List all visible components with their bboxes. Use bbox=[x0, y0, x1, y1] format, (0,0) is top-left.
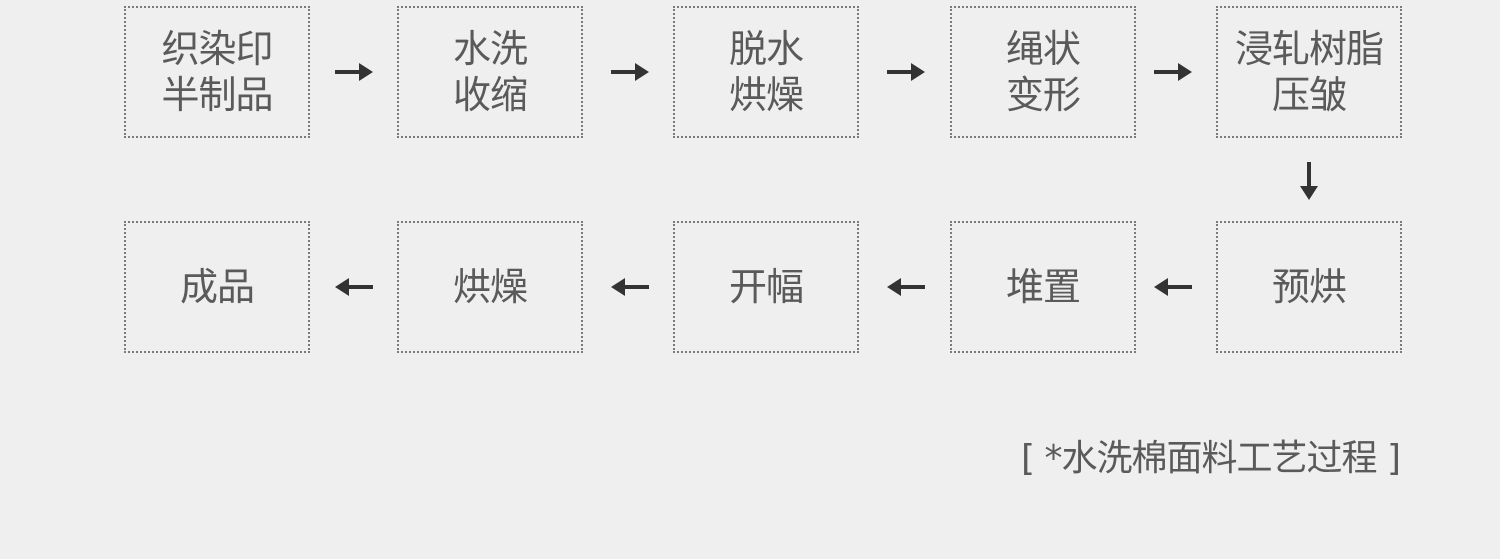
step-label-line: 变形 bbox=[1005, 73, 1081, 117]
arrow-left-icon bbox=[886, 275, 926, 299]
step-label-line: 织染印 bbox=[161, 27, 273, 71]
step-resin-padding-creasing: 浸轧树脂 压皱 bbox=[1216, 6, 1402, 138]
step-label-line: 收缩 bbox=[452, 73, 528, 117]
step-dewatering-drying: 脱水 烘燥 bbox=[673, 6, 859, 138]
step-pre-drying: 预烘 bbox=[1216, 221, 1402, 353]
arrow-left-icon bbox=[1153, 275, 1193, 299]
arrow-down-icon bbox=[1297, 161, 1321, 201]
step-opening-width: 开幅 bbox=[673, 221, 859, 353]
step-label-line: 脱水 bbox=[728, 27, 804, 71]
step-final-drying: 烘燥 bbox=[397, 221, 583, 353]
step-finished-product: 成品 bbox=[124, 221, 310, 353]
step-rope-deformation: 绳状 变形 bbox=[950, 6, 1136, 138]
arrow-left-icon bbox=[610, 275, 650, 299]
step-label-line: 烘燥 bbox=[452, 265, 528, 309]
arrow-right-icon bbox=[334, 60, 374, 84]
step-label-line: 成品 bbox=[179, 265, 255, 309]
step-weaving-dyeing-semi-product: 织染印 半制品 bbox=[124, 6, 310, 138]
step-label-line: 水洗 bbox=[452, 27, 528, 71]
step-label-line: 压皱 bbox=[1271, 73, 1347, 117]
step-label-line: 半制品 bbox=[161, 73, 273, 117]
step-batching: 堆置 bbox=[950, 221, 1136, 353]
arrow-right-icon bbox=[610, 60, 650, 84]
step-label-line: 绳状 bbox=[1005, 27, 1081, 71]
process-caption: [ *水洗棉面料工艺过程 ] bbox=[1021, 438, 1401, 479]
step-label-line: 浸轧树脂 bbox=[1234, 27, 1384, 71]
step-label-line: 开幅 bbox=[728, 265, 804, 309]
arrow-right-icon bbox=[1153, 60, 1193, 84]
step-washing-shrinking: 水洗 收缩 bbox=[397, 6, 583, 138]
step-label-line: 预烘 bbox=[1271, 265, 1347, 309]
step-label-line: 堆置 bbox=[1005, 265, 1081, 309]
arrow-left-icon bbox=[334, 275, 374, 299]
arrow-right-icon bbox=[886, 60, 926, 84]
step-label-line: 烘燥 bbox=[728, 73, 804, 117]
